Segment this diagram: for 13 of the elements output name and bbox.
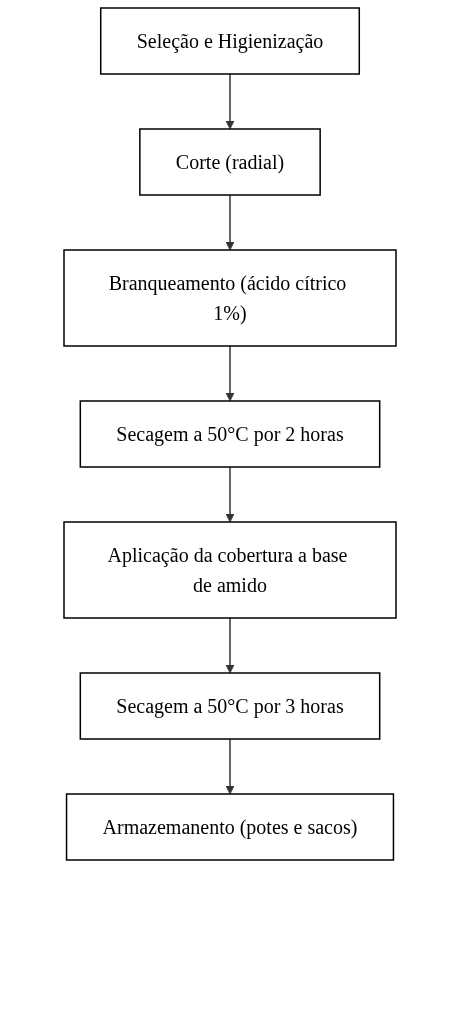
node-box: Seleção e Higienização <box>99 7 361 75</box>
node-box: Aplicação da cobertura a base de amido <box>63 521 397 619</box>
arrow <box>225 738 235 795</box>
node-box: Secagem a 50°C por 2 horas <box>79 400 381 468</box>
node-box: Branqueamento (ácido cítrico 1%) <box>63 249 397 347</box>
arrow <box>225 466 235 523</box>
arrow <box>225 73 235 130</box>
node-box: Armazemanento (potes e sacos) <box>65 793 395 861</box>
node-box: Secagem a 50°C por 3 horas <box>79 672 381 740</box>
arrow <box>225 345 235 402</box>
arrow <box>225 617 235 674</box>
node-box: Corte (radial) <box>139 128 321 196</box>
arrow <box>225 194 235 251</box>
